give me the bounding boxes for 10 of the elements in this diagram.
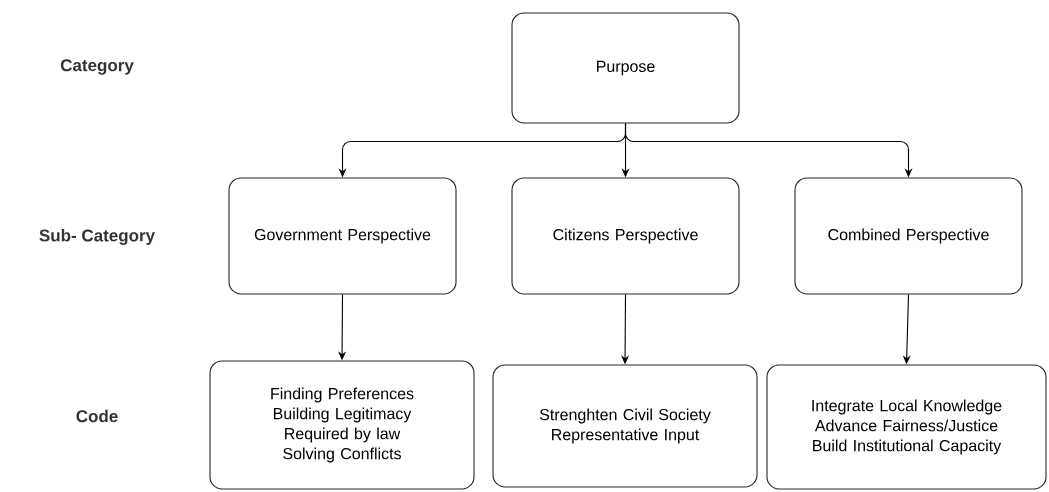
process-box: Integrate Local Knowledge Advance Fairness/Justice Build Institutional Capacity <box>766 364 1047 490</box>
row-label: Code <box>76 409 118 423</box>
row-label: Sub- Category <box>39 229 155 245</box>
process-box: Combined Perspective <box>794 177 1023 295</box>
process-box: Strenghten Civil Society Representative Input <box>492 364 758 488</box>
process-box: Finding Preferences Building Legitimacy Required by law Solving Conflicts <box>209 360 475 490</box>
process-box: Purpose <box>511 12 740 124</box>
process-box: Citizens Perspective <box>511 177 740 295</box>
row-label: Category <box>60 59 134 75</box>
process-box: Government Perspective <box>228 177 457 295</box>
